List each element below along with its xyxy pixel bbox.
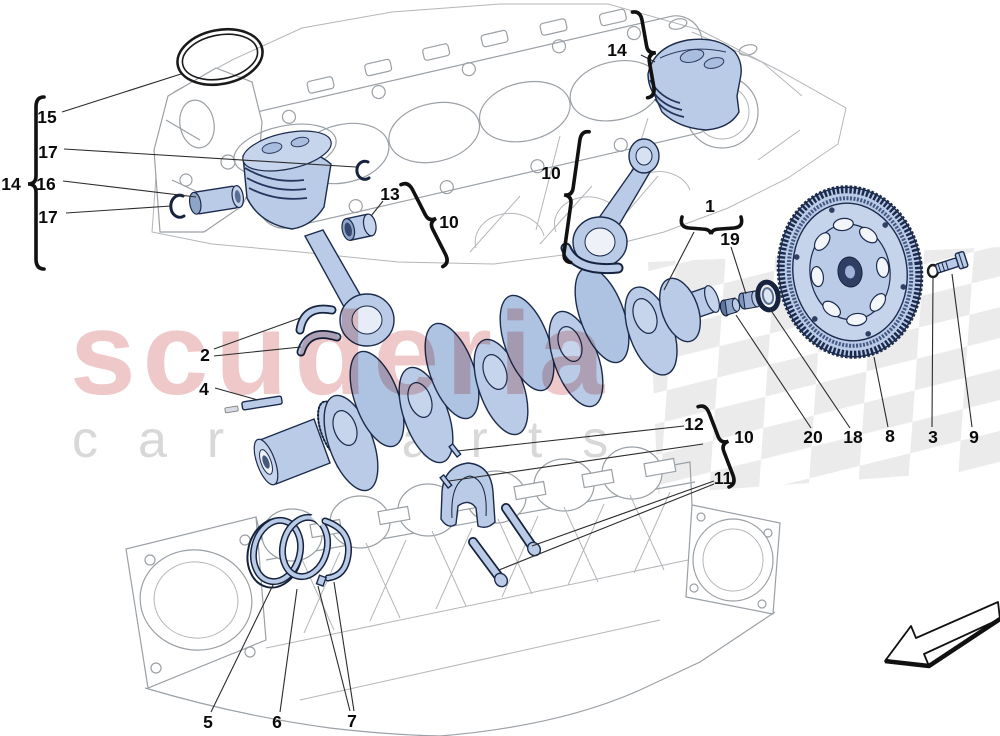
brace-group-10-rod: [562, 129, 591, 265]
pilot-bushing: [719, 297, 741, 317]
callout-9: 9: [969, 427, 979, 447]
brace-group-10-cap: [696, 404, 736, 489]
dowel-pins: [439, 442, 462, 489]
callout-8: 8: [885, 426, 895, 446]
grouping-braces: [27, 10, 744, 489]
small-end-bushing: [341, 213, 377, 242]
brand-watermark: scuderia: [70, 288, 611, 420]
cap-bolts: [468, 503, 542, 588]
thrust-rings: [246, 511, 353, 589]
callout-16: 16: [36, 174, 56, 194]
callout-13: 13: [380, 184, 400, 204]
callout-17-b: 17: [38, 207, 57, 227]
callout-19: 19: [720, 229, 740, 249]
callout-12: 12: [684, 414, 704, 434]
flywheel: [776, 185, 924, 359]
callout-15: 15: [37, 107, 57, 127]
callout-10-cap: 10: [734, 427, 754, 447]
callout-labels: 15 17 16 17 14 13 10 14 10 1 19 2 4 12 1…: [1, 40, 979, 732]
callout-4: 4: [199, 379, 209, 399]
rod-bearing-shells: [295, 304, 342, 357]
callout-14-left: 14: [1, 174, 21, 194]
connecting-rod-right: [572, 138, 660, 268]
main-bearing-cap: [440, 462, 496, 529]
piston-ring: [176, 27, 264, 87]
callout-14-top: 14: [607, 40, 627, 60]
callout-18: 18: [843, 427, 863, 447]
leader-lines: [61, 54, 973, 713]
callout-10-bigend: 10: [439, 212, 459, 232]
callout-6: 6: [272, 712, 282, 732]
brace-group-14-top: [630, 10, 657, 100]
callout-1: 1: [705, 196, 715, 216]
brace-group-10-bigend: [399, 181, 449, 269]
piston-right: [647, 38, 742, 131]
woodruff-key: [224, 395, 283, 414]
rod-cap: [560, 242, 624, 275]
callout-11: 11: [714, 468, 733, 488]
flywheel-bolt: [934, 251, 969, 274]
callout-17-a: 17: [38, 142, 57, 162]
circlip-right: [355, 159, 371, 181]
brace-group-1: [679, 215, 744, 235]
callout-5: 5: [203, 712, 213, 732]
direction-arrow-icon: [884, 601, 1000, 669]
callout-7: 7: [347, 711, 357, 731]
crankshaft: [253, 266, 720, 492]
brace-group-14-left: [27, 95, 46, 271]
callout-20: 20: [803, 427, 823, 447]
callout-10-rod: 10: [541, 163, 561, 183]
callout-3: 3: [928, 427, 938, 447]
connecting-rod-left: [303, 229, 395, 347]
callout-2: 2: [200, 345, 210, 365]
piston-pin: [188, 185, 245, 215]
